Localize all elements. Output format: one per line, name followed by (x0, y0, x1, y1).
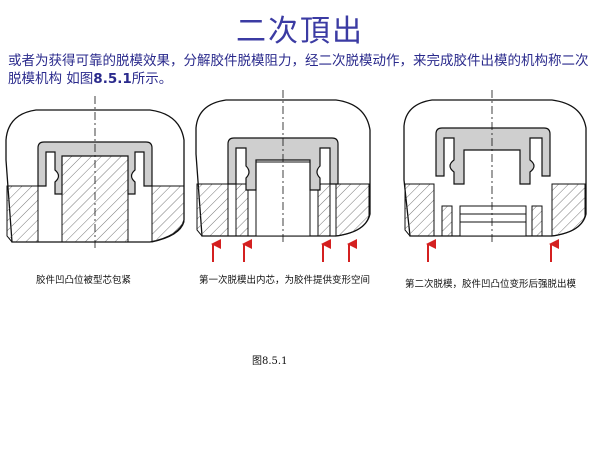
panel-2-right-sleeve (317, 183, 331, 237)
panel-2-caption: 第一次脱模出内芯，为胶件提供变形空间 (199, 275, 371, 286)
intro-text: 或者为获得可靠的脱模效果，分解胶件脱模阻力，经二次脱模动作，来完成胶件出模的机构… (8, 53, 589, 87)
panel-3-left-block (404, 183, 435, 237)
panel-3-left-sleeve (441, 205, 453, 237)
panel-1-plastic-part (37, 141, 153, 195)
page-title: 二次頂出 (236, 14, 364, 49)
panel-2-right-block (335, 183, 370, 237)
panel-1-left-block (6, 185, 39, 243)
panel-3-mold-section (403, 90, 587, 262)
panel-3-plastic-part (435, 127, 551, 185)
panel-2-mold-section (195, 90, 371, 262)
panel-3-inner-opening (459, 205, 527, 237)
figure-label: 图8.5.1 (252, 356, 288, 367)
panel-1-caption: 胶件凹凸位被型芯包紧 (36, 275, 132, 286)
figure-reference: 8.5.1 (93, 71, 132, 87)
intro-suffix: 所示。 (131, 71, 173, 87)
panel-1-mold-section (5, 96, 185, 250)
panel-2-left-sleeve (235, 183, 249, 237)
panel-1-right-block (151, 185, 185, 243)
panel-3-caption: 第二次脱模，胶件凹凸位变形后强脱出模 (405, 279, 577, 290)
panel-3-right-block (551, 183, 586, 237)
panel-2-left-block (196, 183, 229, 237)
panel-2-plastic-part (227, 137, 339, 191)
intro-paragraph: 或者为获得可靠的脱模效果，分解胶件脱模阻力，经二次脱模动作，来完成胶件出模的机构… (8, 52, 594, 88)
panel-3-right-sleeve (531, 205, 543, 237)
